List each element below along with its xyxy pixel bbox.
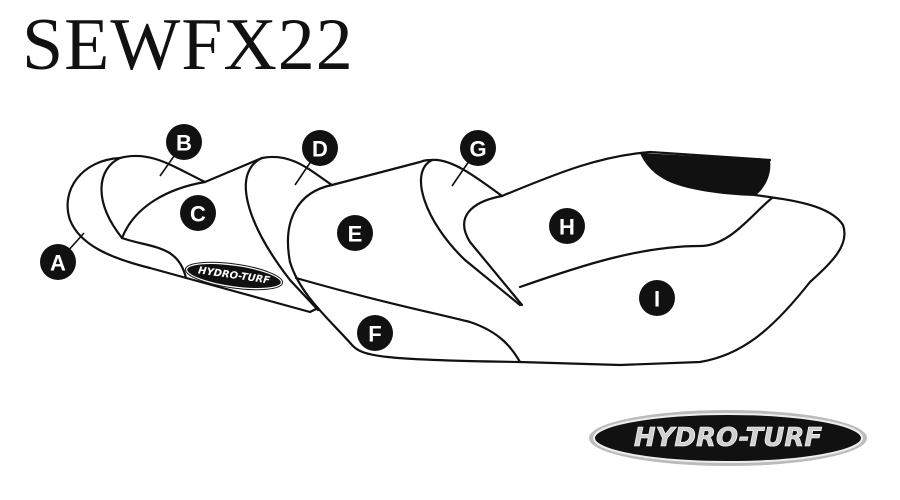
small-logo: HYDRO-TURF — [184, 261, 284, 291]
panel-ef-seam — [294, 276, 522, 364]
panel-de-seam — [286, 183, 334, 264]
panel-label-c: C — [180, 195, 216, 231]
label-circle — [337, 215, 373, 251]
label-letter: C — [190, 202, 206, 227]
panel-b-outline — [100, 154, 264, 240]
panel-label-b: B — [166, 124, 202, 160]
panel-label-f: F — [357, 315, 393, 351]
label-circle — [460, 130, 496, 166]
panel-a-outline — [66, 156, 320, 314]
svg-text:HYDRO-TURF: HYDRO-TURF — [634, 423, 823, 453]
panel-bc-seam — [120, 180, 207, 240]
seat-outline — [66, 150, 846, 367]
panel-f-outline — [288, 260, 622, 367]
label-letter: A — [50, 251, 66, 276]
hydro-turf-logo: HYDRO-TURF — [589, 410, 867, 466]
label-circle — [166, 124, 202, 160]
label-circle — [639, 280, 675, 316]
panel-g-outline — [430, 158, 504, 198]
label-circle — [357, 315, 393, 351]
label-circle — [180, 195, 216, 231]
label-letter: H — [559, 215, 575, 240]
panel-c-seam — [120, 236, 188, 280]
label-letter: E — [348, 222, 363, 247]
label-circle — [40, 244, 76, 280]
label-letter: B — [176, 131, 192, 156]
panel-label-e: E — [337, 215, 373, 251]
panel-d-outline — [244, 155, 334, 312]
label-letter: D — [312, 137, 328, 162]
leader-lines — [57, 141, 479, 263]
panel-label-d: D — [302, 130, 338, 166]
label-letter: I — [654, 287, 660, 312]
panel-e-outline — [330, 158, 522, 307]
model-title: SEWFX22 — [22, 4, 354, 86]
label-letter: G — [469, 137, 486, 162]
label-letter: F — [368, 322, 381, 347]
panel-h-outline — [500, 150, 846, 367]
label-circle — [302, 130, 338, 166]
panel-hi-seam — [518, 196, 774, 289]
rear-black-stripe — [640, 153, 771, 196]
panel-labels: A B C D E F G H I — [40, 124, 675, 351]
panel-gh-seam — [463, 194, 524, 307]
panel-label-a: A — [40, 244, 76, 280]
label-circle — [549, 208, 585, 244]
panel-label-g: G — [460, 130, 496, 166]
panel-label-i: I — [639, 280, 675, 316]
panel-label-h: H — [549, 208, 585, 244]
